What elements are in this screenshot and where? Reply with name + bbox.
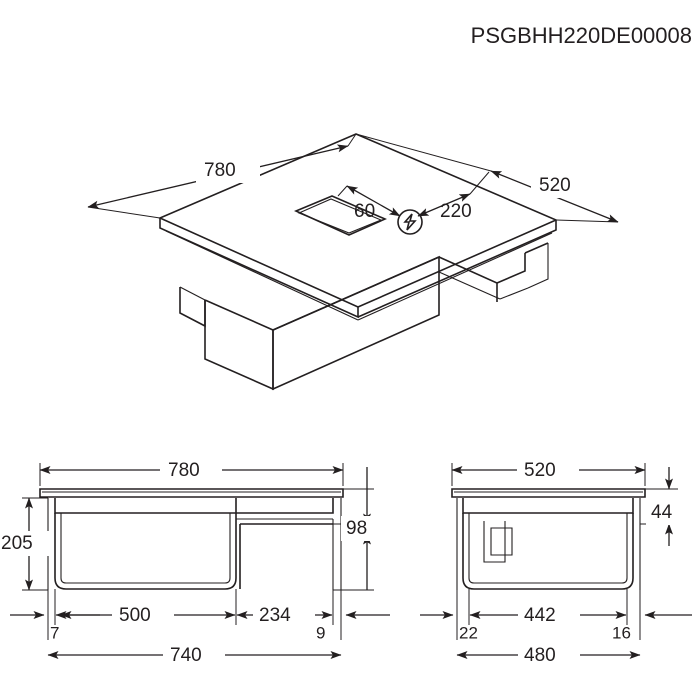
dimension-side-520: 520 [451,458,646,486]
dimension-value-front-205: 205 [1,533,33,554]
dimension-iso-780: 780 [87,133,357,219]
front-glass-plate [39,488,344,498]
dimension-front-780: 780 [39,458,344,486]
extractor-motor-housing [179,242,549,391]
dimension-value-side-16: 16 [612,623,631,642]
electrical-connection-symbol [397,209,423,235]
dimension-value-front-234: 234 [259,605,291,626]
dimension-front-205: 205 [0,497,52,591]
dimension-value-front-9: 9 [316,623,325,642]
dimension-value-iso-220: 220 [440,201,472,222]
dimension-iso-60: 60 [337,185,401,222]
dimension-value-front-740: 740 [170,645,202,666]
dimension-front-740: 740 [47,643,342,668]
dimension-value-front-7: 7 [50,623,59,642]
dimension-value-iso-780: 780 [204,160,236,181]
dimension-iso-220: 220 [417,171,490,222]
side-glass-plate [451,488,646,498]
dimension-side-44: 44 [640,467,694,546]
dimension-front-98: 98 [333,467,393,591]
front-left-body [54,498,237,590]
drawing-code-label: PSGBHH220DE00008 [470,23,692,48]
dimension-value-side-520: 520 [524,460,556,481]
side-body [462,498,634,590]
front-body-outline [47,498,342,590]
isometric-view-group: 780 520 60 220 [87,133,619,391]
dimension-value-front-98: 98 [346,518,367,539]
dimension-side-480: 480 [456,643,641,668]
dimension-value-side-22: 22 [459,623,478,642]
dimension-value-side-480: 480 [524,645,556,666]
dimension-side-chain: 22 442 16 [420,589,692,642]
front-elevation-group: 780 205 98 [0,458,393,668]
dimension-value-front-780: 780 [168,460,200,481]
dimension-value-front-500: 500 [119,605,151,626]
front-right-body [236,498,334,590]
dimension-front-chain: 7 500 234 9 [10,589,390,642]
dimension-value-side-44: 44 [651,502,673,523]
dimension-value-iso-520: 520 [539,175,571,196]
dimension-value-side-442: 442 [524,605,556,626]
dimension-iso-520: 520 [355,133,619,223]
side-body-outline [456,498,641,590]
dimension-value-iso-60: 60 [354,201,375,222]
side-elevation-group: 520 44 22 [420,458,694,668]
